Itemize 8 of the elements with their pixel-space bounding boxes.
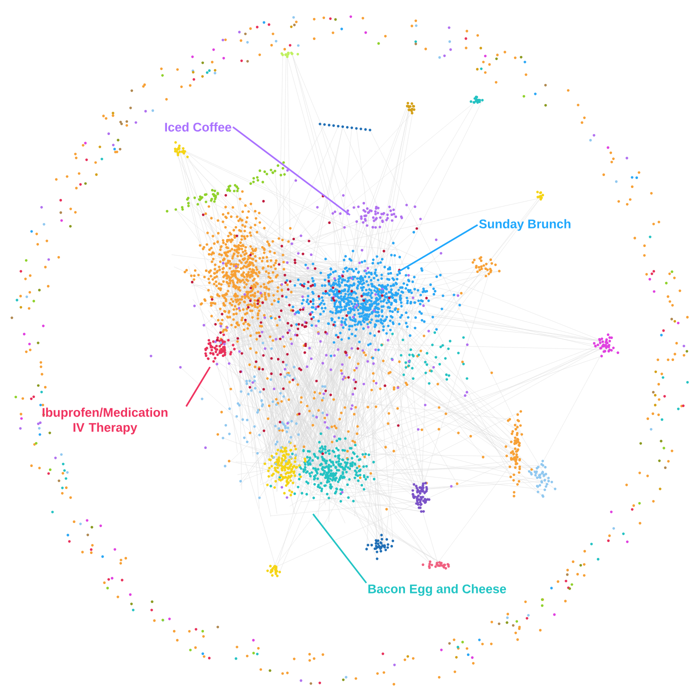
cluster-label: Sunday Brunch: [479, 219, 570, 231]
cluster-label: Bacon Egg and Cheese: [368, 584, 506, 596]
cluster-label: Ibuprofen/Medication IV Therapy: [42, 408, 168, 434]
leader-line: [186, 366, 211, 407]
cluster-label: Iced Coffee: [165, 122, 232, 132]
leader-line: [398, 224, 478, 273]
leader-line: [232, 126, 350, 216]
leader-line: [312, 514, 367, 584]
